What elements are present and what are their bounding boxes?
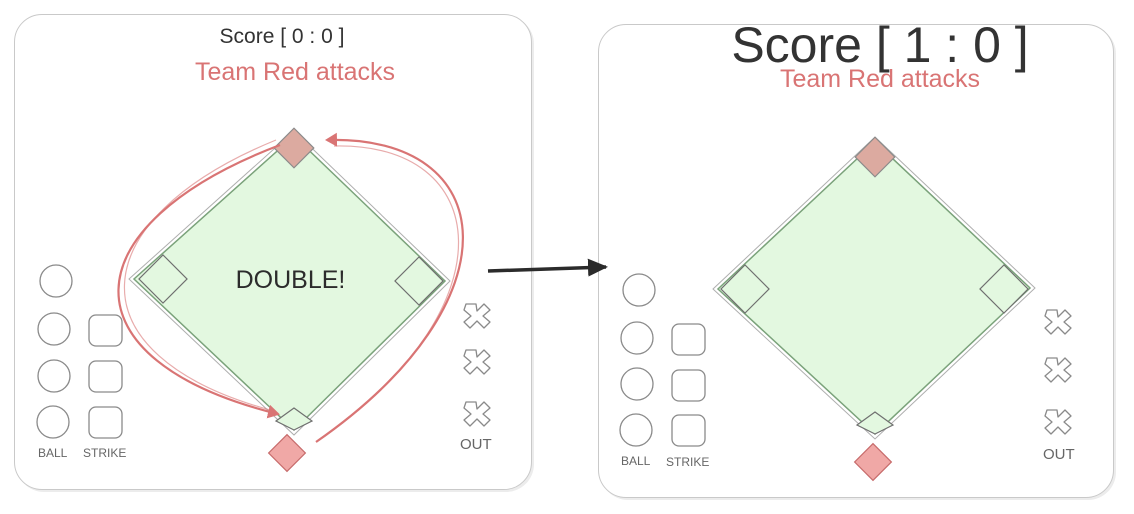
transition-arrow-icon <box>487 258 608 277</box>
before-strike-light <box>88 314 123 347</box>
before-strike-label: STRIKE <box>83 446 127 460</box>
before-run-path-left <box>117 143 281 419</box>
after-strike-lights <box>671 323 706 447</box>
after-ball-light <box>620 321 654 355</box>
after-ball-light <box>619 413 653 447</box>
after-ball-light <box>622 273 656 307</box>
before-out-x-icon <box>463 401 491 427</box>
after-strike-label: STRIKE <box>666 455 710 469</box>
before-out-x-icon <box>463 349 491 375</box>
after-ball-light <box>620 367 654 401</box>
after-out-marks <box>1044 309 1072 435</box>
before-ball-light <box>37 359 71 393</box>
after-score: Score [ 1 : 0 ] <box>731 17 1029 73</box>
before-team-status: Team Red attacks <box>194 58 396 86</box>
before-runner-marker <box>267 433 307 473</box>
before-out-marks <box>463 303 491 427</box>
before-ball-light <box>36 405 70 439</box>
before-ball-lights <box>36 264 73 439</box>
after-out-label: OUT <box>1043 446 1075 463</box>
after-home-plate <box>855 411 895 435</box>
after-third-base <box>720 264 770 314</box>
after-runner-marker <box>853 442 893 482</box>
before-strike-lights <box>88 314 123 439</box>
after-first-base <box>979 264 1029 314</box>
after-out-x-icon <box>1044 409 1072 435</box>
before-ball-light <box>39 264 73 298</box>
before-score: Score [ 0 : 0 ] <box>219 25 345 48</box>
before-ball-light <box>37 312 71 346</box>
before-out-x-icon <box>463 303 491 329</box>
after-team-status: Team Red attacks <box>779 65 981 93</box>
after-out-x-icon <box>1044 309 1072 335</box>
play-result-label: DOUBLE! <box>235 266 346 294</box>
after-second-base <box>854 136 896 178</box>
before-second-base <box>273 127 315 169</box>
after-strike-light <box>671 323 706 356</box>
before-strike-light <box>88 406 123 439</box>
after-strike-light <box>671 369 706 402</box>
before-home-plate <box>274 407 314 431</box>
after-ball-lights <box>619 273 656 447</box>
before-out-label: OUT <box>460 436 492 453</box>
before-first-base <box>394 256 444 306</box>
after-strike-light <box>671 414 706 447</box>
before-run-path-right-sketch <box>321 145 460 439</box>
before-third-base <box>138 254 188 304</box>
before-run-path-left-sketch <box>123 139 277 411</box>
after-ball-label: BALL <box>621 454 651 468</box>
before-strike-light <box>88 360 123 393</box>
after-out-x-icon <box>1044 357 1072 383</box>
before-ball-label: BALL <box>38 446 68 460</box>
